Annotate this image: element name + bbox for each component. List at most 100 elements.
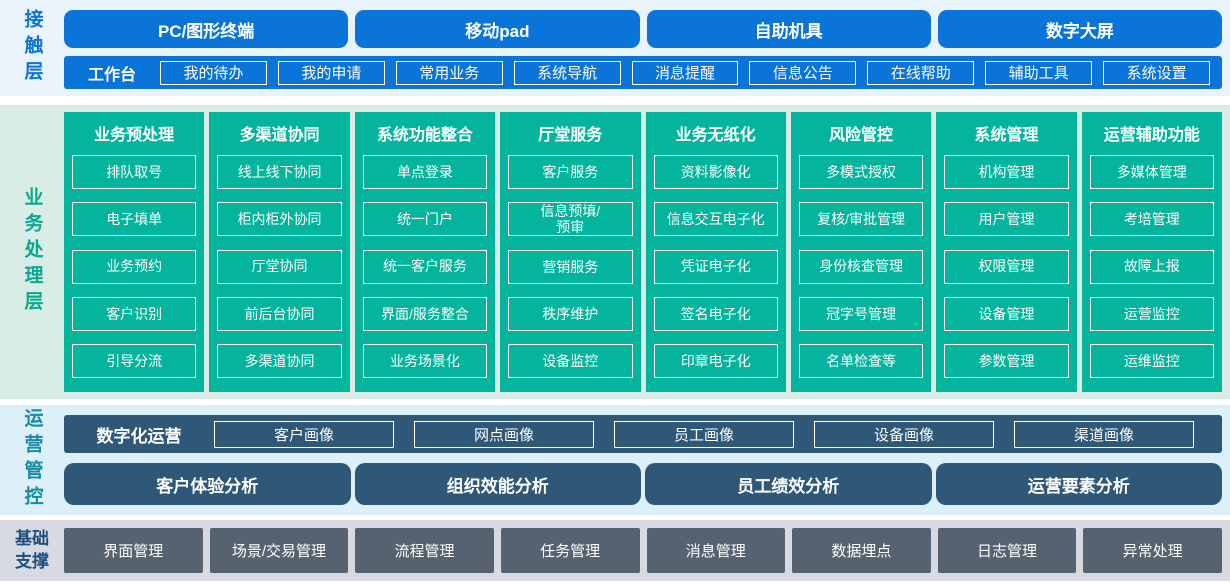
business-function-box[interactable]: 信息预填/ 预审 [508, 202, 633, 237]
business-column-items: 客户服务 信息预填/ 预审 营销服务 秩序维护 设备监控 [508, 155, 633, 378]
business-function-box[interactable]: 冠字号管理 [798, 296, 924, 331]
business-function-box[interactable]: 复核/审批管理 [798, 202, 924, 237]
business-function-box[interactable]: 秩序维护 [508, 296, 633, 331]
business-function-box[interactable]: 多模式授权 [798, 155, 924, 189]
business-function-box[interactable]: 考培管理 [1089, 202, 1214, 237]
terminal-row: PC/图形终端 移动pad 自助机具 数字大屏 [64, 10, 1222, 48]
business-function-box[interactable]: 客户服务 [508, 155, 633, 189]
base-support-box[interactable]: 界面管理 [64, 528, 203, 573]
business-function-box[interactable]: 资料影像化 [653, 155, 778, 189]
business-function-box[interactable]: 统一客户服务 [362, 249, 488, 284]
base-layer-label-text: 基础支撑 [15, 529, 49, 571]
business-column: 厅堂服务 客户服务 信息预填/ 预审 营销服务 秩序维护 设备监控 [500, 112, 641, 392]
business-function-box[interactable]: 界面/服务整合 [362, 296, 488, 331]
business-function-box[interactable]: 机构管理 [944, 155, 1069, 189]
digital-ops-item[interactable]: 网点画像 [414, 420, 594, 448]
base-support-box[interactable]: 场景/交易管理 [209, 528, 349, 573]
business-column-title: 运营辅助功能 [1103, 127, 1200, 144]
business-function-box[interactable]: 前后台协同 [217, 296, 342, 331]
digital-ops-item[interactable]: 设备画像 [814, 420, 994, 448]
business-column: 运营辅助功能 多媒体管理 考培管理 故障上报 运营监控 运维监控 [1081, 112, 1222, 392]
workbench-item[interactable]: 系统设置 [1103, 60, 1211, 85]
workbench-item[interactable]: 常用业务 [395, 60, 503, 85]
contact-layer-label-text: 接触层 [21, 9, 43, 87]
business-column-items: 多媒体管理 考培管理 故障上报 运营监控 运维监控 [1089, 155, 1214, 378]
business-function-box[interactable]: 凭证电子化 [653, 249, 778, 284]
ops-layer: 运营管控 数字化运营 客户画像 网点画像 员工画像 设备画像 渠道画像 [0, 405, 1230, 515]
business-function-box[interactable]: 厅堂协同 [217, 249, 342, 284]
business-function-box[interactable]: 业务场景化 [362, 344, 488, 378]
base-layer-label: 基础支撑 [0, 520, 64, 581]
digital-ops-bar: 数字化运营 客户画像 网点画像 员工画像 设备画像 渠道画像 [64, 415, 1222, 453]
business-function-box[interactable]: 电子填单 [72, 202, 197, 237]
analysis-button[interactable]: 组织效能分析 [354, 463, 641, 505]
terminal-button[interactable]: 移动pad [355, 10, 640, 48]
business-function-box[interactable]: 权限管理 [944, 249, 1069, 284]
business-column: 系统功能整合 单点登录 统一门户 统一客户服务 界面/服务整合 业务场景化 [354, 112, 496, 392]
base-support-box[interactable]: 日志管理 [937, 528, 1077, 573]
digital-ops-item[interactable]: 客户画像 [214, 420, 394, 448]
workbench-item[interactable]: 信息公告 [749, 60, 857, 85]
workbench-items: 我的待办 我的申请 常用业务 系统导航 消息提醒 信息公告 在线帮助 辅助工具 … [160, 60, 1211, 85]
terminal-button[interactable]: 自助机具 [646, 10, 931, 48]
business-column: 多渠道协同 线上线下协同 柜内柜外协同 厅堂协同 前后台协同 多渠道协同 [209, 112, 350, 392]
digital-ops-item[interactable]: 渠道画像 [1014, 420, 1194, 448]
base-support-box[interactable]: 异常处理 [1083, 528, 1222, 573]
business-function-box[interactable]: 签名电子化 [653, 296, 778, 331]
business-function-box[interactable]: 多渠道协同 [217, 344, 342, 378]
digital-ops-label: 数字化运营 [96, 426, 182, 446]
business-column-items: 线上线下协同 柜内柜外协同 厅堂协同 前后台协同 多渠道协同 [217, 155, 342, 378]
base-support-box[interactable]: 流程管理 [355, 528, 494, 573]
business-column-title: 风险管控 [829, 127, 894, 144]
business-function-box[interactable]: 排队取号 [72, 155, 197, 189]
business-column: 风险管控 多模式授权 复核/审批管理 身份核查管理 冠字号管理 名单检查等 [790, 112, 932, 392]
business-function-box[interactable]: 信息交互电子化 [653, 202, 778, 237]
workbench-item[interactable]: 我的申请 [277, 60, 385, 85]
workbench-item[interactable]: 我的待办 [160, 60, 267, 85]
business-function-box[interactable]: 客户识别 [72, 296, 197, 331]
analysis-button[interactable]: 运营要素分析 [935, 463, 1222, 505]
ops-layer-label-text: 运营管控 [21, 408, 43, 512]
business-column-title: 系统管理 [974, 127, 1039, 144]
base-support-box[interactable]: 消息管理 [646, 528, 786, 573]
business-column-title: 厅堂服务 [538, 127, 603, 144]
business-column-title: 多渠道协同 [239, 127, 320, 144]
business-columns: 业务预处理 排队取号 电子填单 业务预约 客户识别 引导分流 [64, 105, 1222, 399]
business-function-box[interactable]: 运维监控 [1089, 344, 1214, 378]
base-support-box[interactable]: 任务管理 [500, 528, 640, 573]
business-function-box[interactable]: 引导分流 [72, 344, 197, 378]
analysis-button[interactable]: 员工绩效分析 [645, 463, 932, 505]
business-function-box[interactable]: 身份核查管理 [798, 249, 924, 284]
workbench-item[interactable]: 辅助工具 [985, 60, 1093, 85]
workbench-item[interactable]: 消息提醒 [631, 60, 739, 85]
base-items: 界面管理 场景/交易管理 流程管理 任务管理 消息管理 数据埋点 日志管理 异常… [64, 520, 1222, 581]
business-function-box[interactable]: 用户管理 [944, 202, 1069, 237]
business-function-box[interactable]: 营销服务 [508, 249, 633, 284]
terminal-button[interactable]: 数字大屏 [937, 10, 1222, 48]
business-function-box[interactable]: 故障上报 [1089, 249, 1214, 284]
business-column-title: 业务预处理 [94, 127, 175, 144]
workbench-label: 工作台 [87, 66, 136, 84]
analysis-button[interactable]: 客户体验分析 [64, 463, 351, 505]
business-function-box[interactable]: 统一门户 [362, 202, 488, 237]
contact-layer: 接触层 PC/图形终端 移动pad 自助机具 数字大屏 工作台 我的待办 我的申… [0, 0, 1230, 96]
business-function-box[interactable]: 柜内柜外协同 [217, 202, 342, 237]
business-function-box[interactable]: 设备监控 [508, 344, 633, 378]
business-function-box[interactable]: 设备管理 [944, 296, 1069, 331]
business-function-box[interactable]: 线上线下协同 [217, 155, 342, 189]
business-function-box[interactable]: 多媒体管理 [1089, 155, 1214, 189]
business-function-box[interactable]: 运营监控 [1089, 296, 1214, 331]
digital-ops-item[interactable]: 员工画像 [614, 420, 794, 448]
business-function-box[interactable]: 印章电子化 [653, 344, 778, 378]
business-function-box[interactable]: 单点登录 [362, 155, 488, 189]
base-support-box[interactable]: 数据埋点 [792, 528, 931, 573]
business-layer-label-text: 业务处理层 [21, 187, 43, 317]
business-function-box[interactable]: 名单检查等 [798, 344, 924, 378]
workbench-item[interactable]: 系统导航 [513, 60, 621, 85]
business-function-box[interactable]: 业务预约 [72, 249, 197, 284]
ops-layer-label: 运营管控 [0, 405, 64, 515]
business-function-box[interactable]: 参数管理 [944, 344, 1069, 378]
terminal-button[interactable]: PC/图形终端 [64, 10, 349, 48]
workbench-item[interactable]: 在线帮助 [867, 60, 975, 85]
business-column-items: 机构管理 用户管理 权限管理 设备管理 参数管理 [944, 155, 1069, 378]
